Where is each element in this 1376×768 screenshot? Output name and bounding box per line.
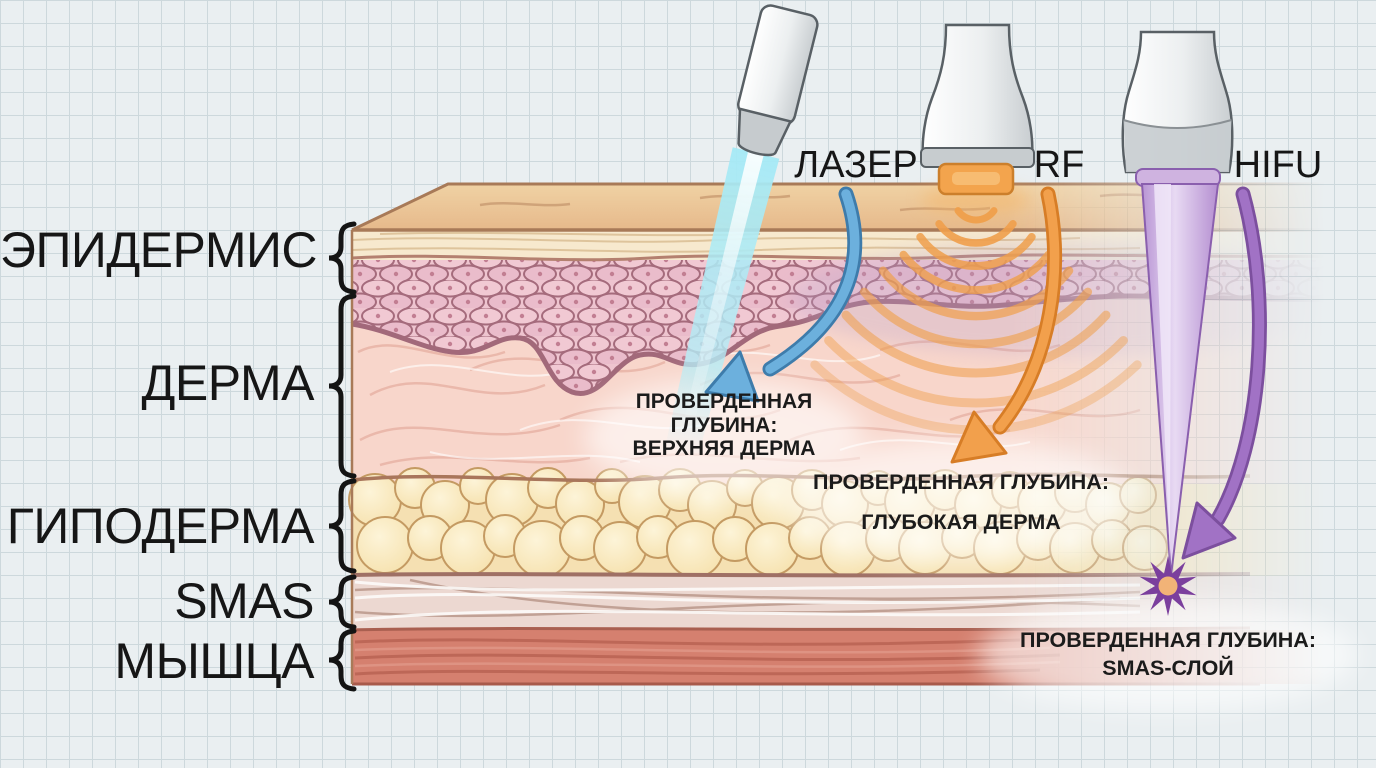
layer-label-muscle: МЫШЦА — [114, 633, 314, 689]
layer-label-derma: ДЕРМА — [141, 355, 315, 411]
hifu-depth-arrow — [1181, 186, 1267, 560]
hifu-beam — [1140, 183, 1220, 577]
brace-muscle — [328, 628, 357, 692]
layer-label-hypoderma: ГИПОДЕРМА — [6, 498, 315, 554]
laser-handpiece — [736, 4, 819, 157]
layer-label-smas: SMAS — [174, 573, 314, 629]
brace-epidermis — [328, 221, 357, 295]
annotation-hifu-depth: ПРОВЕРДЕННАЯ ГЛУБИНА: SMAS-СЛОЙ — [1020, 628, 1316, 680]
annotation-laser-depth: ПРОВЕРДЕННАЯ ГЛУБИНА: ВЕРХНЯЯ ДЕРМА — [632, 390, 816, 461]
brace-hypoderma — [328, 478, 357, 574]
rf-depth-arrow — [950, 186, 1063, 464]
focus-starburst-icon — [1139, 556, 1197, 616]
brace-smas — [328, 574, 357, 630]
device-label-hifu: HIFU — [1233, 144, 1323, 186]
layer-label-epidermis: ЭПИДЕРМИС — [0, 222, 318, 278]
rf-tint-zone — [790, 240, 1350, 356]
laser-depth-arrow — [704, 186, 863, 403]
device-label-laser: ЛАЗЕР — [794, 144, 918, 186]
skin-top-face — [351, 182, 1376, 232]
laser-beam — [664, 147, 780, 459]
brace-derma — [328, 293, 357, 479]
device-label-rf: RF — [1033, 144, 1085, 186]
layer-braces — [328, 221, 357, 692]
annotation-rf-depth: ПРОВЕРДЕННАЯ ГЛУБИНА: ГЛУБОКАЯ ДЕРМА — [813, 470, 1109, 534]
hifu-handpiece — [1121, 30, 1234, 187]
rf-handpiece — [920, 23, 1035, 196]
annotation-halos — [584, 379, 1358, 710]
